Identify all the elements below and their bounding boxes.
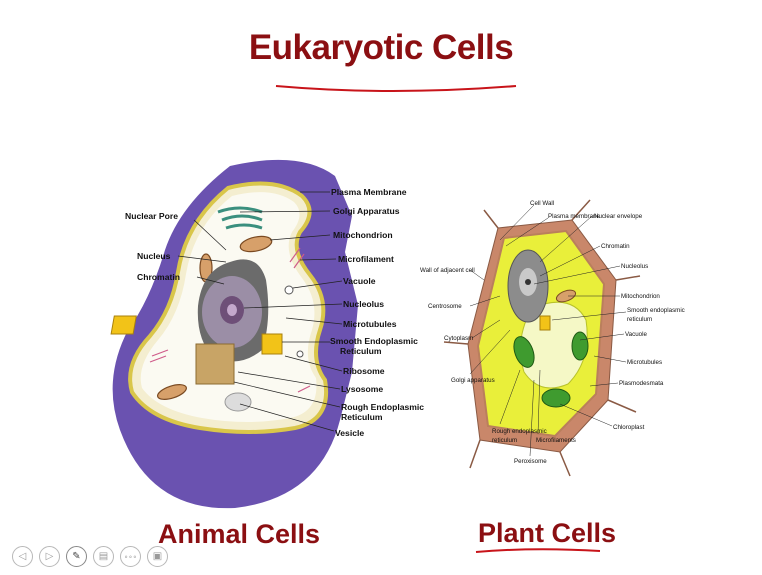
- label-vacuole: Vacuole: [343, 276, 376, 286]
- label-chloroplast: Chloroplast: [613, 424, 645, 431]
- label-microfilaments: Microfilaments: [536, 437, 576, 444]
- label-rough-er-1: Rough Endoplasmic: [341, 402, 424, 412]
- pen-icon[interactable]: ✎: [66, 546, 87, 567]
- label-plant-nucleolus: Nucleolus: [621, 263, 648, 270]
- label-plant-mitochondrion: Mitochondrion: [621, 293, 660, 300]
- title-underline: [276, 86, 516, 91]
- animal-cell: Plasma Membrane Golgi Apparatus Mitochon…: [111, 160, 424, 508]
- label-plant-smooth-er-2: reticulum: [627, 316, 652, 323]
- label-plant-plasma-membrane: Plasma membrane: [548, 213, 600, 220]
- label-lysosome: Lysosome: [341, 384, 383, 394]
- label-plant-microtubules: Microtubules: [627, 359, 662, 366]
- label-plant-vacuole: Vacuole: [625, 331, 647, 338]
- left-arrow-icon[interactable]: ◁: [12, 546, 33, 567]
- label-mitochondrion: Mitochondrion: [333, 230, 393, 240]
- presentation-toolbar: ◁ ▷ ✎ ▤ ∘∘∘ ▣: [12, 546, 168, 570]
- label-wall-adjacent: Wall of adjacent cell: [420, 267, 475, 274]
- label-microfilament: Microfilament: [338, 254, 394, 264]
- label-golgi-apparatus: Golgi Apparatus: [333, 206, 400, 216]
- label-plant-smooth-er-1: Smooth endoplasmic: [627, 307, 685, 314]
- smooth-er-left: [111, 316, 136, 334]
- more-icon[interactable]: ∘∘∘: [120, 546, 141, 567]
- label-peroxisome: Peroxisome: [514, 458, 547, 465]
- vesicle-shape: [225, 393, 251, 411]
- plant-caption-underline: [474, 546, 604, 556]
- chloroplast-shape-3: [572, 332, 588, 360]
- label-plant-rough-er-1: Rough endoplasmic: [492, 428, 547, 435]
- right-arrow-icon[interactable]: ▷: [39, 546, 60, 567]
- animal-cells-caption: Animal Cells: [158, 519, 320, 550]
- label-ribosome: Ribosome: [343, 366, 385, 376]
- label-smooth-er-2: Reticulum: [340, 346, 382, 356]
- label-rough-er-2: Reticulum: [341, 412, 383, 422]
- label-nuclear-envelope: Nuclear envelope: [594, 213, 643, 220]
- label-nucleus: Nucleus: [137, 251, 171, 261]
- label-centrosome: Centrosome: [428, 303, 462, 310]
- plant-cell: Cell Wall Plasma membrane Nuclear envelo…: [420, 200, 685, 476]
- label-chromatin: Chromatin: [137, 272, 180, 282]
- label-cell-wall: Cell Wall: [530, 200, 554, 207]
- label-nuclear-pore: Nuclear Pore: [125, 211, 178, 221]
- label-plasma-membrane: Plasma Membrane: [331, 187, 407, 197]
- screen-icon[interactable]: ▣: [147, 546, 168, 567]
- plant-cells-caption: Plant Cells: [478, 518, 616, 549]
- smooth-er-right: [262, 334, 282, 354]
- label-plant-chromatin: Chromatin: [601, 243, 630, 250]
- label-plant-rough-er-2: reticulum: [492, 437, 517, 444]
- label-plasmodesmata: Plasmodesmata: [619, 380, 664, 387]
- chloroplast-shape-2: [542, 389, 570, 407]
- label-golgi: Golgi apparatus: [451, 377, 495, 384]
- slides-icon[interactable]: ▤: [93, 546, 114, 567]
- label-nucleolus: Nucleolus: [343, 299, 384, 309]
- label-vesicle: Vesicle: [335, 428, 364, 438]
- label-cytoplasm: Cytoplasm: [444, 335, 473, 342]
- rough-er-shape: [196, 344, 234, 384]
- label-smooth-er-1: Smooth Endoplasmic: [330, 336, 418, 346]
- label-microtubules: Microtubules: [343, 319, 397, 329]
